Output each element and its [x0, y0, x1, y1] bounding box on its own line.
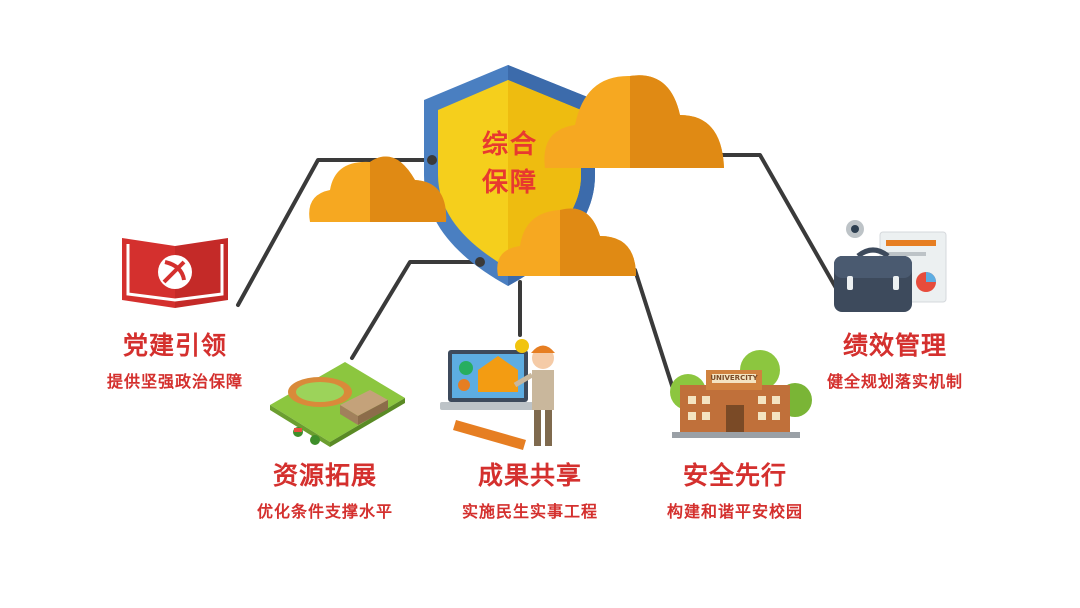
center-label-line1: 综合	[481, 130, 538, 160]
center-label: 综合 保障	[470, 126, 550, 202]
briefcase-icon	[834, 220, 947, 312]
university-building-icon	[670, 350, 812, 438]
cloud-icon	[544, 75, 724, 168]
node-achievement-sharing: 成果共享 实施民生实事工程	[415, 456, 645, 522]
cloud-icon	[309, 156, 447, 222]
node-subtitle: 健全规划落实机制	[826, 372, 963, 391]
node-performance-management: 绩效管理 健全规划落实机制	[780, 326, 1010, 392]
node-subtitle: 优化条件支撑水平	[256, 502, 393, 521]
node-safety-first: 安全先行 构建和谐平安校园	[620, 456, 850, 522]
node-resource-expansion: 资源拓展 优化条件支撑水平	[210, 456, 440, 522]
node-subtitle: 构建和谐平安校园	[666, 502, 803, 521]
connector-dot	[475, 257, 485, 267]
node-title: 安全先行	[682, 461, 787, 490]
campus-icon	[270, 362, 405, 447]
line-safety	[618, 268, 678, 400]
node-title: 资源拓展	[272, 461, 377, 490]
party-book-icon	[122, 238, 228, 308]
node-subtitle: 实施民生实事工程	[461, 502, 598, 521]
line-resource	[350, 260, 482, 360]
center-label-line2: 保障	[481, 168, 538, 198]
university-sign: UNIVERCITY	[710, 374, 758, 382]
node-party-building: 党建引领 提供坚强政治保障	[60, 326, 290, 392]
node-title: 成果共享	[477, 461, 582, 490]
node-title: 绩效管理	[842, 331, 947, 360]
cloud-icon	[497, 208, 636, 276]
line-performance	[698, 153, 838, 290]
connector-dot	[427, 155, 437, 165]
node-subtitle: 提供坚强政治保障	[106, 372, 243, 391]
node-title: 党建引领	[122, 331, 227, 360]
worker-icon	[440, 339, 555, 450]
